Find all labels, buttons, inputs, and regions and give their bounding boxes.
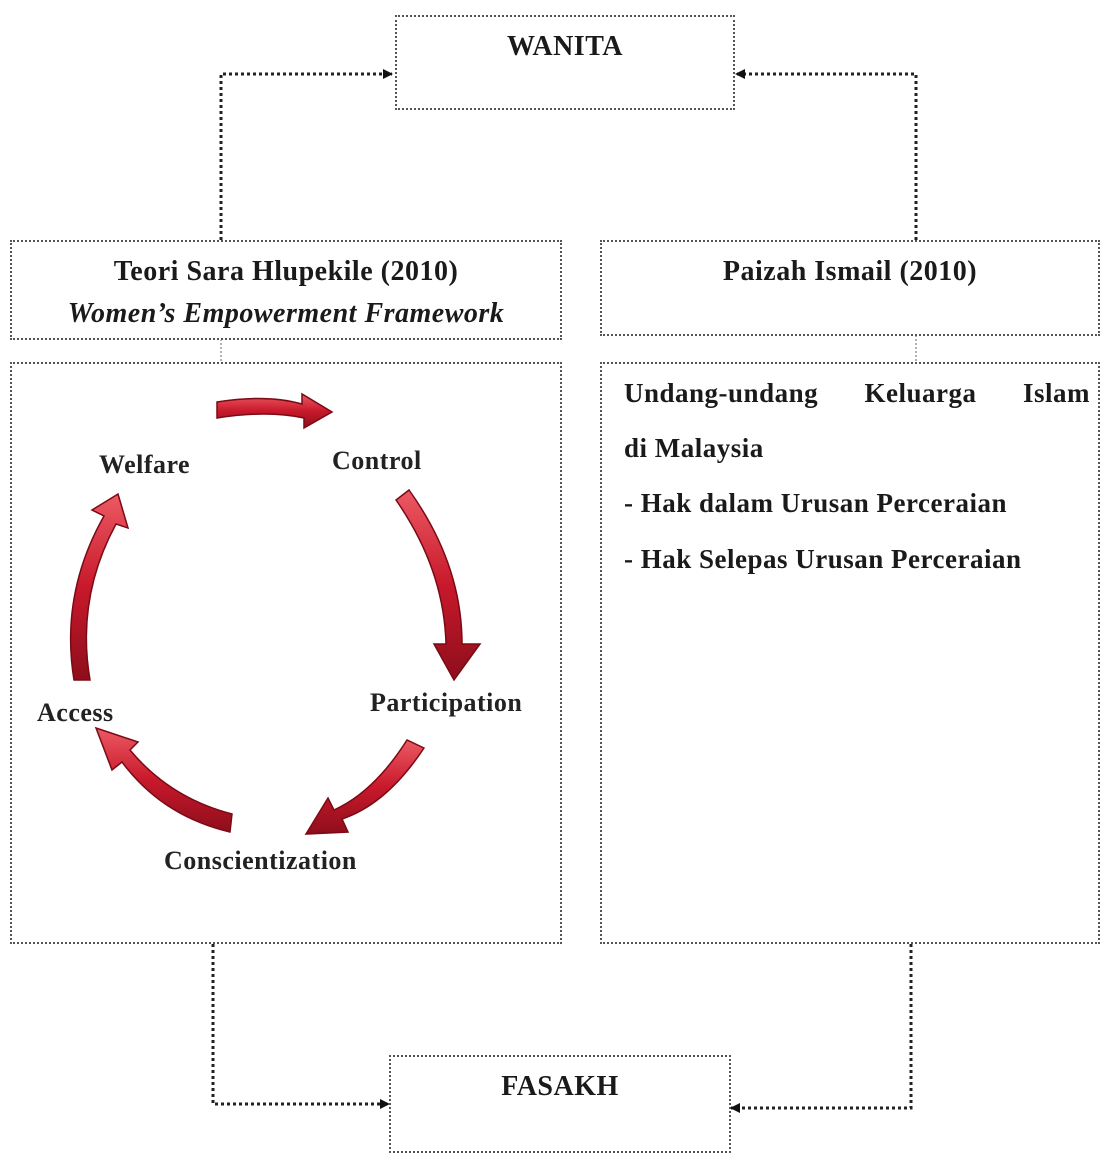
connector-paizah-to-fasakh [730,944,913,1113]
arrow-access-to-welfare [69,492,130,681]
cycle-arrows [69,392,482,835]
law-word-1: Undang-undang [624,378,819,408]
wanita-box: WANITA [395,15,735,110]
arrow-welfare-to-control [216,392,334,430]
law-word-3: Islam [1022,378,1090,408]
cycle-label-control: Control [332,446,422,475]
right-after-divorce: - Hak Selepas Urusan Perceraian [624,544,1022,574]
arrow-participation-to-conscientization [304,739,426,835]
paizah-title: Paizah Ismail (2010) [722,256,978,287]
fasakh-label: FASAKH [501,1071,619,1102]
arrow-control-to-participation [394,488,482,682]
law-line-2: di Malaysia [624,433,764,463]
theory-subtitle: Women’s Empowerment Framework [67,298,505,329]
arrow-conscientization-to-access [94,726,233,833]
empowerment-cycle-box: Welfare Control Participation Conscienti… [10,362,562,944]
family-law-box: Undang-undang Keluarga Islam di Malaysia… [600,362,1100,944]
cycle-label-participation: Participation [370,688,523,717]
connector-theory-to-wanita [219,69,393,240]
cycle-label-conscientization: Conscientization [164,846,357,875]
theory-title-box: Teori Sara Hlupekile (2010) Women’s Empo… [10,240,562,340]
law-line-1: Undang-undang Keluarga Islam [624,378,1090,409]
theory-title: Teori Sara Hlupekile (2010) [113,256,459,287]
law-word-2: Keluarga [864,378,977,408]
wanita-label: WANITA [506,31,624,62]
fasakh-box: FASAKH [389,1055,731,1153]
cycle-label-access: Access [37,698,114,727]
cycle-label-welfare: Welfare [99,450,191,479]
connector-theory-to-fasakh [211,944,390,1109]
connector-paizah-to-wanita [735,69,918,240]
paizah-title-box: Paizah Ismail (2010) [600,240,1100,336]
right-in-divorce: - Hak dalam Urusan Perceraian [624,488,1007,518]
